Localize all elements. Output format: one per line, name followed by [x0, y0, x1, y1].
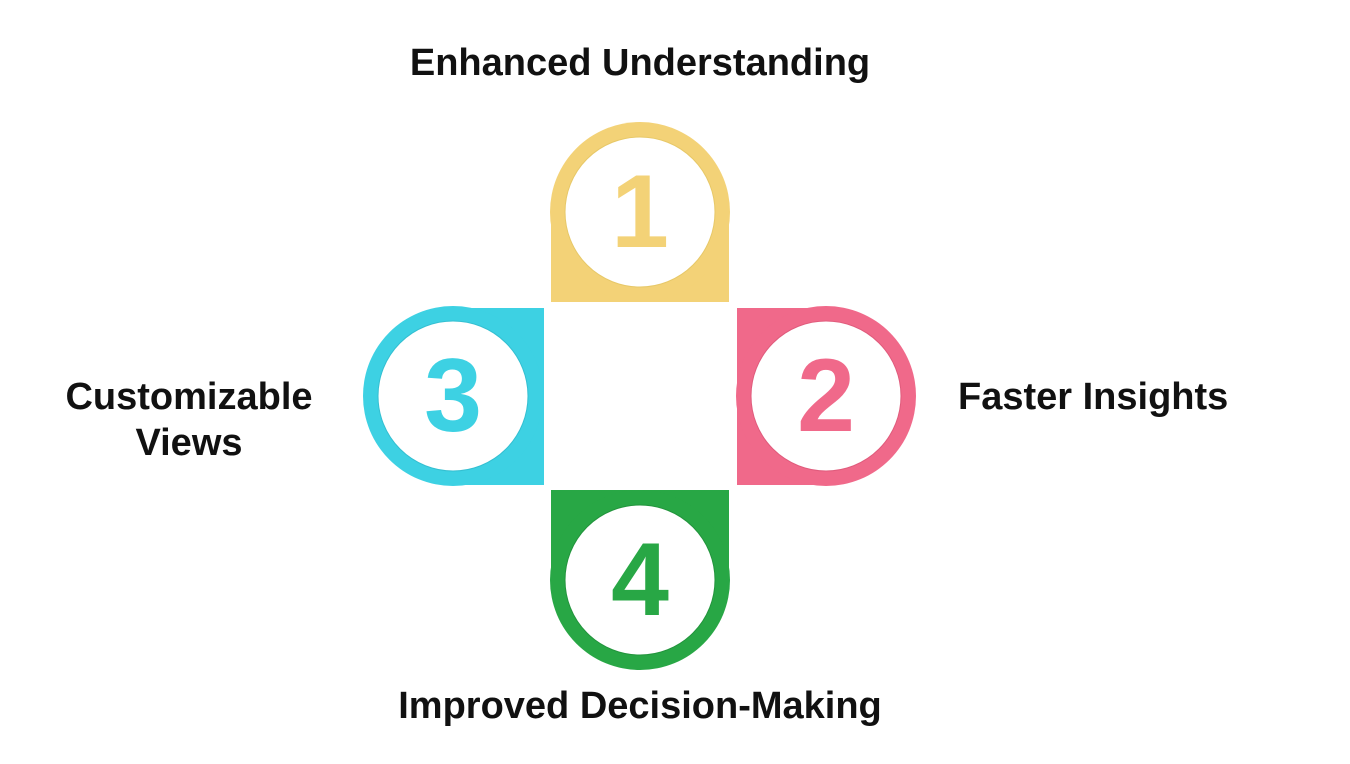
- node-2-inner-circle: [750, 320, 902, 472]
- node-4-number: 4: [611, 522, 669, 638]
- node-2-number: 2: [797, 338, 855, 454]
- node-3-label-line-1: Customizable: [65, 376, 313, 418]
- node-1-label: Enhanced Understanding: [409, 42, 871, 84]
- node-2: 2: [736, 306, 916, 486]
- node-4: 4: [550, 490, 730, 670]
- node-3-inner-circle: [377, 320, 529, 472]
- node-4-label: Improved Decision-Making: [398, 685, 882, 727]
- node-1-inner-circle: [564, 136, 716, 288]
- node-2-label: Faster Insights: [958, 376, 1229, 418]
- node-1: 1: [550, 122, 730, 302]
- node-3: 3: [363, 306, 544, 486]
- node-1-number: 1: [611, 154, 669, 270]
- node-3-label-line-2: Views: [135, 422, 243, 464]
- node-4-inner-circle: [564, 504, 716, 656]
- node-3-number: 3: [424, 338, 482, 454]
- node-3-label: Customizable Views: [55, 374, 323, 466]
